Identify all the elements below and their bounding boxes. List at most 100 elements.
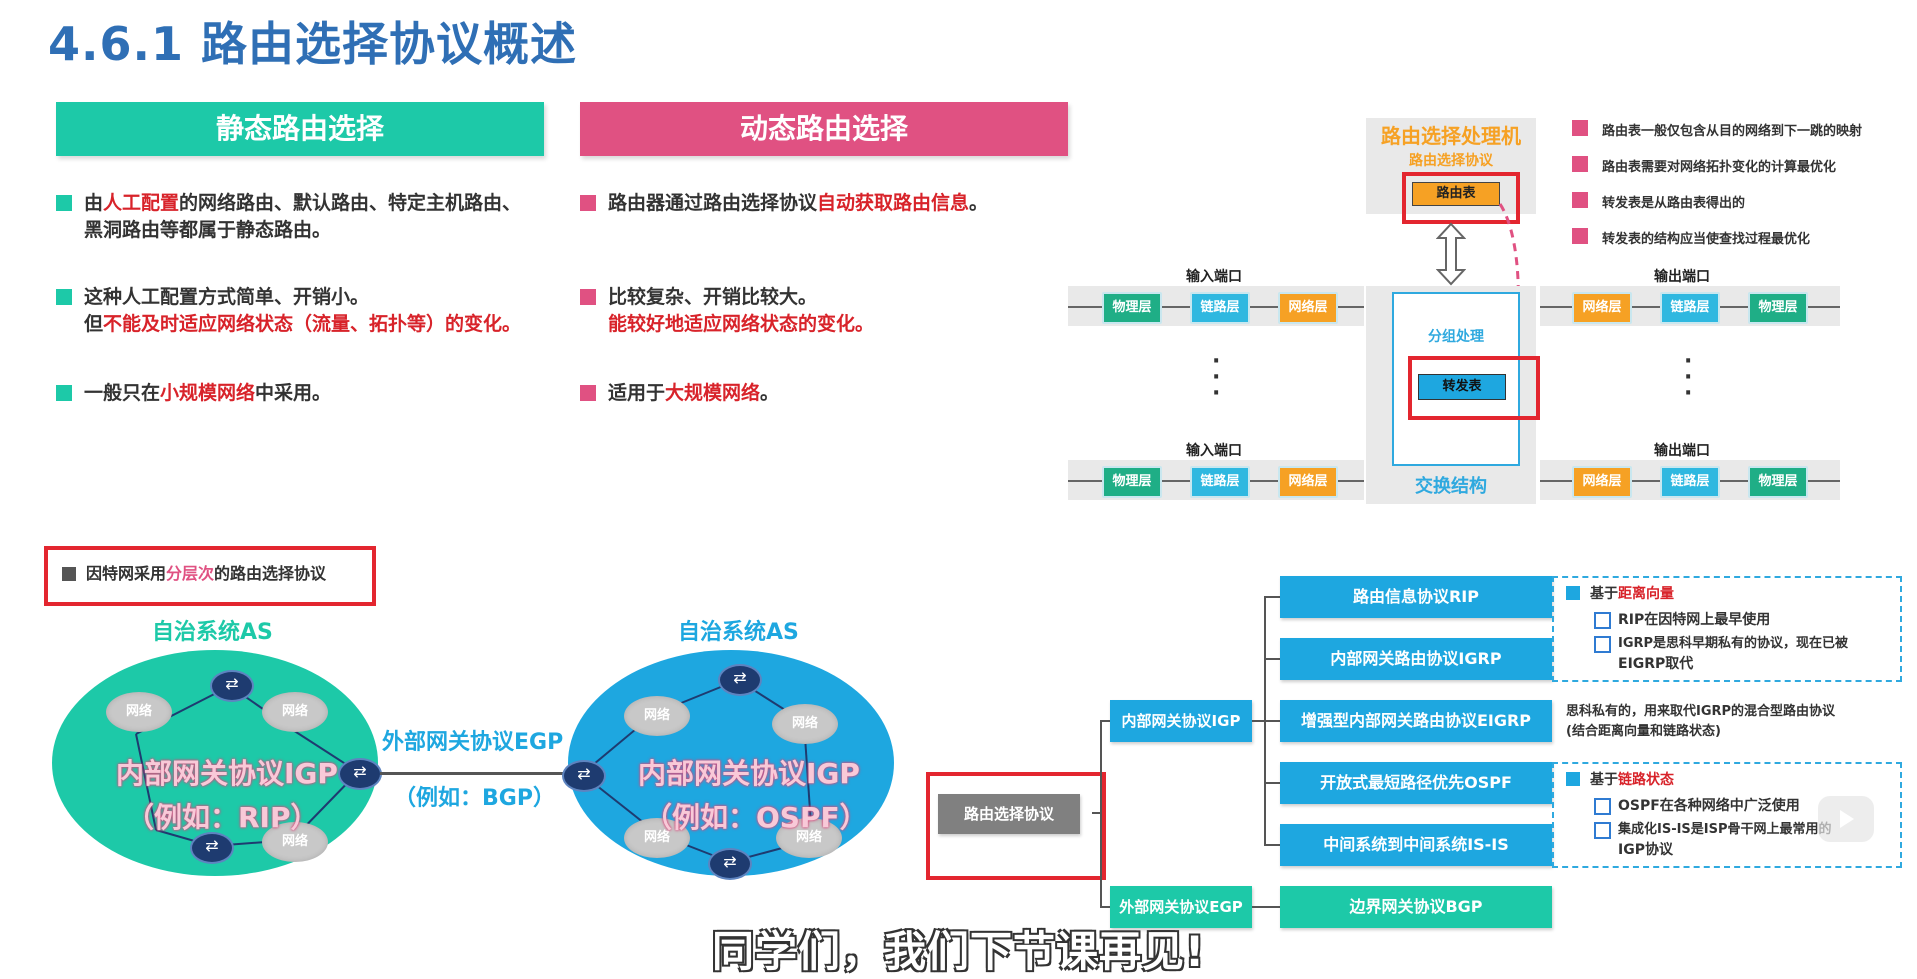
- dynamic-item-1: 路由器通过路由选择协议自动获取路由信息。: [580, 190, 1060, 217]
- legend-item: 转发表是从路由表得出的: [1572, 192, 1745, 211]
- double-arrow-icon: [1436, 222, 1466, 286]
- dv-heading: 基于距离向量: [1566, 584, 1674, 604]
- network-layer-chip: 网络层: [1278, 466, 1338, 498]
- link-layer-chip: 链路层: [1660, 292, 1720, 324]
- distance-vector-box: [1552, 576, 1902, 682]
- link-layer-chip: 链路层: [1660, 466, 1720, 498]
- link-layer-chip: 链路层: [1190, 292, 1250, 324]
- ellipsis-vertical-icon: ···: [1212, 349, 1221, 406]
- leaf-igrp: 内部网关路由协议IGRP: [1280, 638, 1552, 680]
- bullet-square-icon: [580, 195, 596, 211]
- tree-connector: [1264, 720, 1280, 722]
- bullet-square-icon: [1566, 772, 1580, 786]
- switch-fabric-label: 交换结构: [1415, 476, 1487, 497]
- tree-connector: [1264, 596, 1280, 598]
- network-cloud: 网络: [262, 692, 328, 732]
- network-layer-chip: 网络层: [1572, 466, 1632, 498]
- network-layer-chip: 网络层: [1278, 292, 1338, 324]
- physical-layer-chip: 物理层: [1102, 466, 1162, 498]
- input-port-label-bottom: 输入端口: [1186, 443, 1242, 459]
- static-item-2: 这种人工配置方式简单、开销小。但不能及时适应网络状态（流量、拓扑等）的变化。: [56, 284, 596, 338]
- router-icon: [718, 664, 762, 696]
- eigrp-note: 思科私有的，用来取代IGRP的混合型路由协议(结合距离向量和链路状态): [1566, 704, 1836, 739]
- checkbox-icon: [1594, 636, 1611, 653]
- network-cloud: 网络: [624, 818, 690, 858]
- tree-connector: [1252, 720, 1266, 722]
- tree-connector: [1264, 658, 1280, 660]
- forwarding-table-chip: 转发表: [1418, 374, 1506, 400]
- router-icon: [562, 760, 606, 792]
- tree-connector: [1252, 906, 1280, 908]
- router-icon: [338, 758, 382, 790]
- router-icon: [210, 670, 254, 702]
- tree-connector: [1100, 720, 1102, 908]
- bullet-square-icon: [56, 385, 72, 401]
- dynamic-item-2: 比较复杂、开销比较大。能较好地适应网络状态的变化。: [580, 284, 1060, 338]
- egp-example: （例如：BGP）: [394, 786, 555, 811]
- input-port-label-top: 输入端口: [1186, 269, 1242, 285]
- dynamic-routing-header: 动态路由选择: [580, 102, 1068, 156]
- egp-node: 外部网关协议EGP: [1110, 886, 1252, 928]
- output-port-label-top: 输出端口: [1654, 269, 1710, 285]
- page-title: 4.6.1 路由选择协议概述: [48, 17, 577, 71]
- forwarding-table-highlight: [1408, 356, 1540, 420]
- routing-processor-title: 路由选择处理机: [1381, 124, 1521, 148]
- bullet-square-icon: [580, 289, 596, 305]
- network-cloud: 网络: [106, 692, 172, 732]
- legend-item: 路由表需要对网络拓扑变化的计算最优化: [1572, 156, 1836, 175]
- physical-layer-chip: 物理层: [1102, 292, 1162, 324]
- tree-connector: [1100, 720, 1110, 722]
- bullet-square-icon: [580, 385, 596, 401]
- routing-table-highlight: [1402, 172, 1520, 224]
- as-label-left: 自治系统AS: [152, 620, 273, 645]
- bullet-square-icon: [62, 567, 76, 581]
- link-state-box: [1552, 762, 1902, 868]
- output-port-label-bottom: 输出端口: [1654, 443, 1710, 459]
- bullet-square-icon: [1566, 586, 1580, 600]
- network-cloud: 网络: [776, 818, 842, 858]
- link-layer-chip: 链路层: [1190, 466, 1250, 498]
- igp-node: 内部网关协议IGP: [1110, 700, 1252, 742]
- ellipsis-vertical-icon: ···: [1684, 349, 1693, 406]
- bullet-square-icon: [56, 195, 72, 211]
- tree-connector: [1264, 782, 1280, 784]
- leaf-ospf: 开放式最短路径优先OSPF: [1280, 762, 1552, 804]
- egp-label: 外部网关协议EGP: [382, 730, 564, 755]
- hierarchy-note-highlight: [44, 546, 376, 606]
- physical-layer-chip: 物理层: [1748, 292, 1808, 324]
- routing-table-chip: 路由表: [1412, 182, 1500, 206]
- static-item-3: 一般只在小规模网络中采用。: [56, 380, 556, 407]
- ls-note-ospf: OSPF在各种网络中广泛使用: [1594, 796, 1894, 816]
- leaf-eigrp: 增强型内部网关路由协议EIGRP: [1280, 700, 1552, 742]
- leaf-is-is: 中间系统到中间系统IS-IS: [1280, 824, 1552, 866]
- static-item-1: 由人工配置的网络路由、默认路由、特定主机路由、黑洞路由等都属于静态路由。: [56, 190, 556, 244]
- checkbox-icon: [1594, 612, 1611, 629]
- igp-example-left: （例如：RIP）: [126, 801, 319, 834]
- hierarchy-note: 因特网采用分层次的路由选择协议: [62, 560, 326, 584]
- physical-layer-chip: 物理层: [1748, 466, 1808, 498]
- static-routing-header: 静态路由选择: [56, 102, 544, 156]
- legend-item: 路由表一般仅包含从目的网络到下一跳的映射: [1572, 120, 1862, 139]
- ls-heading: 基于链路状态: [1566, 770, 1674, 790]
- leaf-rip: 路由信息协议RIP: [1280, 576, 1552, 618]
- video-subtitle: 同学们，我们下节课再见!: [712, 927, 1206, 976]
- router-icon: [708, 848, 752, 880]
- checkbox-icon: [1594, 798, 1611, 815]
- dynamic-item-3: 适用于大规模网络。: [580, 380, 1060, 407]
- dv-note-rip: RIP在因特网上最早使用: [1594, 610, 1894, 630]
- tree-connector: [1092, 812, 1102, 814]
- root-highlight: [926, 772, 1106, 880]
- igp-label-left: 内部网关协议IGP: [116, 757, 338, 790]
- network-layer-chip: 网络层: [1572, 292, 1632, 324]
- igp-example-right: （例如：OSPF）: [644, 801, 868, 834]
- bullet-square-icon: [56, 289, 72, 305]
- network-cloud: 网络: [624, 696, 690, 736]
- routing-protocol-root: 路由选择协议: [938, 794, 1080, 834]
- igp-label-right: 内部网关协议IGP: [638, 757, 860, 790]
- egp-link: [380, 772, 566, 775]
- video-player-watermark-icon: [1818, 796, 1874, 842]
- checkbox-icon: [1594, 822, 1611, 839]
- network-cloud: 网络: [262, 822, 328, 862]
